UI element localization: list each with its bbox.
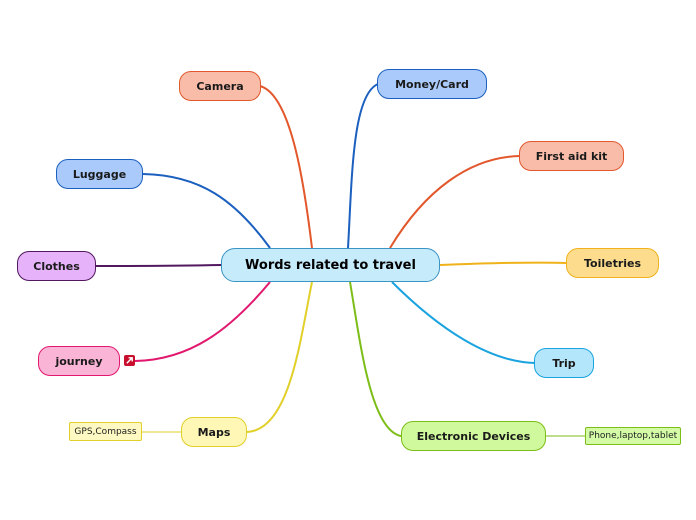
link-devices <box>349 281 402 437</box>
link-money <box>347 83 379 249</box>
topic-trip[interactable]: Trip <box>534 348 594 378</box>
link-firstaid <box>389 155 521 249</box>
link-icon-glyph <box>126 357 133 364</box>
note-phone-laptop-tablet[interactable]: Phone,laptop,tablet <box>585 427 681 445</box>
topic-camera[interactable]: Camera <box>179 71 261 101</box>
topic-money-card[interactable]: Money/Card <box>377 69 487 99</box>
link-trip <box>391 281 536 364</box>
central-topic[interactable]: Words related to travel <box>221 248 440 282</box>
topic-luggage[interactable]: Luggage <box>56 159 143 189</box>
link-clothes <box>94 264 223 267</box>
topic-maps[interactable]: Maps <box>181 417 247 447</box>
link-camera <box>259 85 313 249</box>
link-icon[interactable] <box>124 355 135 366</box>
topic-toiletries[interactable]: Toiletries <box>566 248 659 278</box>
link-toilet <box>439 261 568 266</box>
link-luggage <box>142 173 271 249</box>
topic-first-aid-kit[interactable]: First aid kit <box>519 141 624 171</box>
topic-clothes[interactable]: Clothes <box>17 251 96 281</box>
topic-journey[interactable]: journey <box>38 346 120 376</box>
topic-electronic-devices[interactable]: Electronic Devices <box>401 421 546 451</box>
note-gps-compass[interactable]: GPS,Compass <box>69 422 142 441</box>
link-maps <box>246 281 313 433</box>
link-journey <box>134 281 271 362</box>
